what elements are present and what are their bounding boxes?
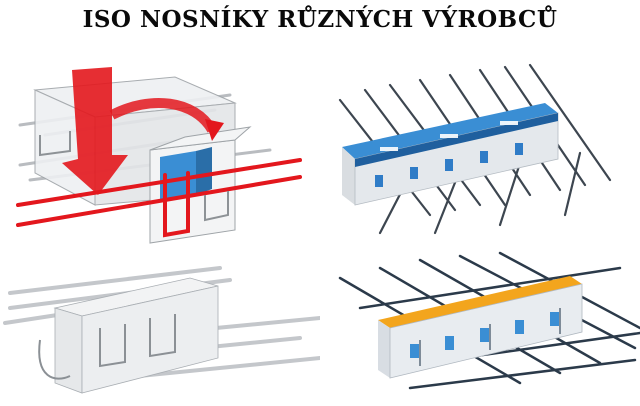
load-arrow-icon xyxy=(62,67,224,195)
page-title: ISO NOSNÍKY RŮZNÝCH VÝROBCŮ xyxy=(82,6,558,33)
iso-beam-cutaway-drawing xyxy=(16,67,302,244)
iso-beam-illustration-4 xyxy=(320,248,640,406)
iso-beam-illustration-1 xyxy=(0,55,320,245)
iso-beam-illustration-2 xyxy=(320,55,640,245)
iso-beam-plain-drawing xyxy=(3,266,320,394)
iso-beam-orange-label-drawing xyxy=(338,251,640,390)
iso-beam-blue-label-drawing xyxy=(338,63,612,235)
iso-beam-illustration-3 xyxy=(0,248,320,406)
